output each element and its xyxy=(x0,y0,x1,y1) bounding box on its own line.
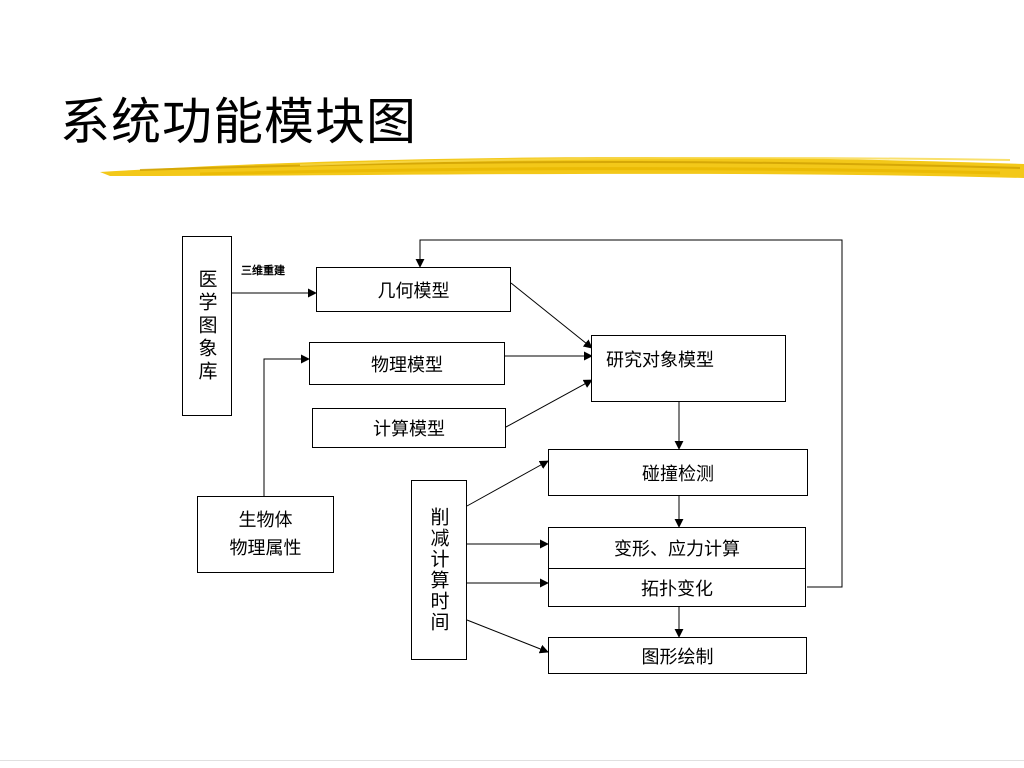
bio-props-line1: 生物体 xyxy=(238,509,293,531)
node-deform-compute: 变形、应力计算 xyxy=(548,527,806,569)
node-graphics-render: 图形绘制 xyxy=(548,637,807,674)
slide-title: 系统功能模块图 xyxy=(60,93,417,151)
node-reduce-compute-time: 削减计算时间 xyxy=(411,480,467,660)
edge-compute-research xyxy=(505,379,593,428)
edge-bio-physics xyxy=(263,354,310,496)
brush-stroke-decoration xyxy=(100,156,1024,178)
node-collision-detect: 碰撞检测 xyxy=(548,449,808,496)
edge-geometry-research xyxy=(510,282,593,349)
edge-reduce-render xyxy=(466,619,549,654)
node-medical-image-db: 医学图象库 xyxy=(182,236,232,416)
edge-label-reconstruct: 三维重建 xyxy=(241,264,285,277)
node-geometry-model: 几何模型 xyxy=(316,267,511,312)
bio-props-line2: 物理属性 xyxy=(229,537,302,559)
node-topology-change: 拓扑变化 xyxy=(548,568,806,607)
edge-feedback-loop xyxy=(415,239,843,588)
node-physics-model: 物理模型 xyxy=(309,342,505,385)
node-bio-physical-props: 生物体 物理属性 xyxy=(197,496,334,573)
node-research-model: 研究对象模型 xyxy=(591,335,786,402)
node-compute-model: 计算模型 xyxy=(312,408,506,448)
footer-divider xyxy=(0,760,1024,761)
edge-reduce-collision xyxy=(466,460,549,507)
